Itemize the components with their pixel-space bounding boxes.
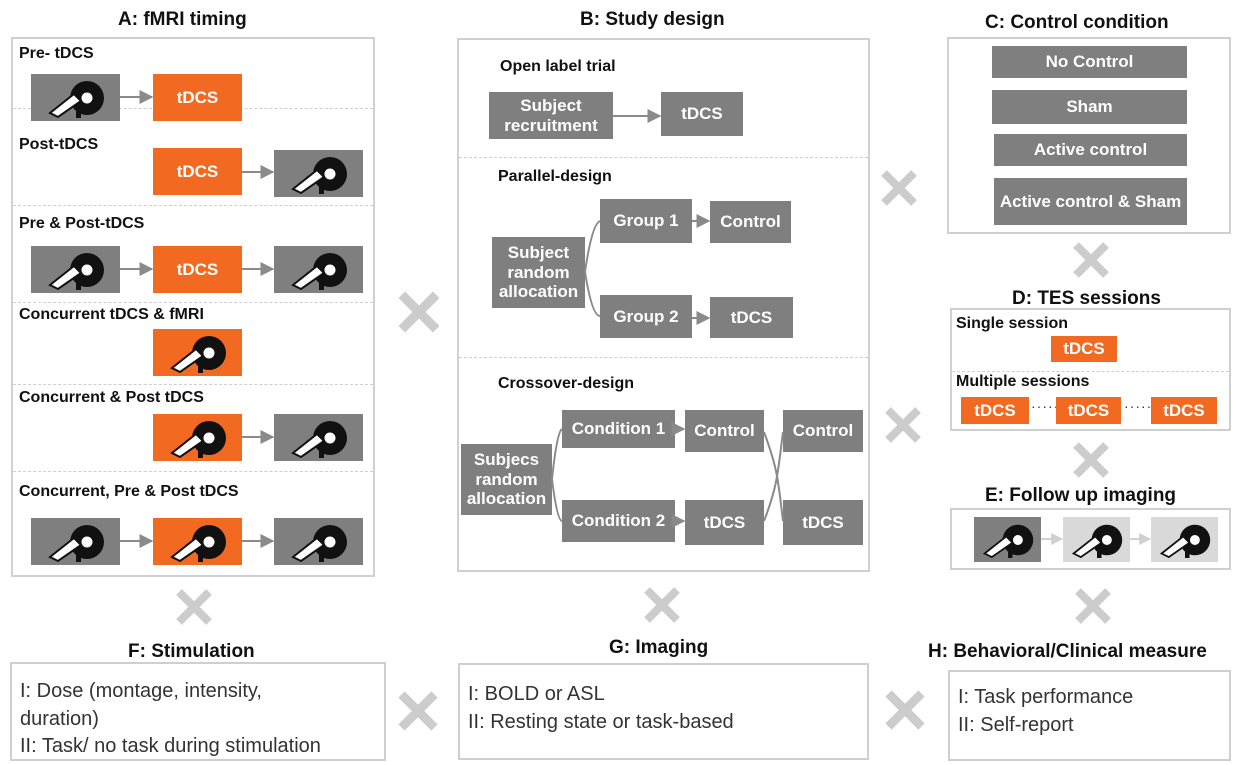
mri-scanner-icon bbox=[274, 246, 363, 293]
multiply-icon bbox=[885, 690, 925, 730]
title-control-condition: C: Control condition bbox=[985, 12, 1169, 33]
multiply-icon bbox=[644, 587, 680, 623]
multiply-icon bbox=[881, 170, 917, 206]
label-single-session: Single session bbox=[956, 315, 1069, 332]
title-tes-sessions: D: TES sessions bbox=[1012, 288, 1161, 309]
group-1-box: Group 1 bbox=[600, 199, 692, 243]
mri-scanner-icon bbox=[31, 518, 120, 565]
panel-behavioral-clinical: I: Task performance II: Self-report bbox=[948, 670, 1231, 761]
mri-scanner-icon bbox=[153, 518, 242, 565]
label-multiple-sessions: Multiple sessions bbox=[956, 373, 1090, 390]
tdcs-block: tDCS bbox=[153, 74, 242, 121]
heading-crossover-design: Crossover-design bbox=[498, 375, 635, 392]
title-stimulation: F: Stimulation bbox=[128, 641, 255, 662]
tdcs-block: tDCS bbox=[153, 148, 242, 195]
row-label-post-tdcs: Post-tDCS bbox=[19, 136, 99, 153]
divider bbox=[459, 157, 868, 158]
row-label-concurrent: Concurrent tDCS & fMRI bbox=[19, 306, 204, 323]
divider bbox=[13, 205, 373, 206]
group-2-box: Group 2 bbox=[600, 295, 692, 338]
control-box: Control bbox=[710, 201, 791, 243]
divider bbox=[13, 302, 373, 303]
imaging-line-2: II: Resting state or task-based bbox=[468, 710, 734, 733]
title-fmri-timing: A: fMRI timing bbox=[118, 9, 247, 30]
heading-open-label-trial: Open label trial bbox=[500, 58, 616, 75]
mri-scanner-icon bbox=[274, 150, 363, 197]
subject-recruitment-box: Subject recruitment bbox=[489, 92, 613, 139]
behavioral-line-2: II: Self-report bbox=[958, 713, 1074, 736]
tdcs-box: tDCS bbox=[661, 92, 743, 136]
multiply-icon bbox=[398, 291, 440, 333]
stimulation-line-1: I: Dose (montage, intensity, bbox=[20, 680, 262, 702]
subjects-random-allocation-box: Subjecs random allocation bbox=[461, 444, 552, 515]
mri-scanner-icon bbox=[153, 414, 242, 461]
mri-scanner-icon bbox=[274, 518, 363, 565]
no-control-option: No Control bbox=[992, 46, 1187, 78]
divider bbox=[459, 357, 868, 358]
tdcs-session-block: tDCS bbox=[1151, 397, 1217, 424]
title-study-design: B: Study design bbox=[580, 9, 725, 30]
mri-scanner-icon bbox=[31, 246, 120, 293]
multiply-icon bbox=[176, 589, 212, 625]
row-label-concurrent-pre-post: Concurrent, Pre & Post tDCS bbox=[19, 483, 239, 500]
active-control-sham-option: Active control & Sham bbox=[994, 178, 1187, 225]
row-label-pre-tdcs: Pre- tDCS bbox=[19, 45, 94, 62]
tdcs-box: tDCS bbox=[783, 500, 863, 545]
subject-random-allocation-box: Subject random allocation bbox=[492, 237, 585, 308]
tdcs-block: tDCS bbox=[153, 246, 242, 293]
title-behavioral-clinical: H: Behavioral/Clinical measure bbox=[928, 641, 1207, 662]
condition-2-box: Condition 2 bbox=[562, 500, 675, 542]
control-box: Control bbox=[783, 410, 863, 452]
control-box: Control bbox=[685, 410, 764, 452]
row-label-concurrent-post: Concurrent & Post tDCS bbox=[19, 389, 204, 406]
row-label-pre-post-tdcs: Pre & Post-tDCS bbox=[19, 215, 145, 232]
panel-stimulation: I: Dose (montage, intensity, duration) I… bbox=[10, 662, 386, 761]
multiply-icon bbox=[1073, 242, 1109, 278]
behavioral-line-1: I: Task performance bbox=[958, 686, 1134, 708]
mri-scanner-icon bbox=[974, 517, 1041, 562]
session-dots: ····· bbox=[1124, 398, 1153, 414]
active-control-option: Active control bbox=[994, 134, 1187, 166]
mri-scanner-icon bbox=[1063, 517, 1130, 562]
title-follow-up-imaging: E: Follow up imaging bbox=[985, 485, 1177, 506]
tdcs-session-block: tDCS bbox=[961, 397, 1029, 424]
panel-fmri-timing bbox=[11, 37, 375, 577]
multiply-icon bbox=[398, 691, 438, 731]
title-imaging: G: Imaging bbox=[609, 637, 709, 658]
panel-imaging: I: BOLD or ASL II: Resting state or task… bbox=[458, 663, 869, 760]
multiply-icon bbox=[1075, 588, 1111, 624]
stimulation-line-3: II: Task/ no task during stimulation bbox=[20, 735, 321, 758]
tdcs-box: tDCS bbox=[685, 500, 764, 545]
tdcs-session-block: tDCS bbox=[1056, 397, 1121, 424]
mri-scanner-icon bbox=[1151, 517, 1218, 562]
sham-option: Sham bbox=[992, 90, 1187, 124]
multiply-icon bbox=[1073, 442, 1109, 478]
tdcs-session-block: tDCS bbox=[1051, 336, 1117, 362]
divider bbox=[13, 471, 373, 472]
heading-parallel-design: Parallel-design bbox=[498, 168, 612, 185]
stimulation-line-2: duration) bbox=[20, 707, 99, 730]
mri-scanner-icon bbox=[31, 74, 120, 121]
divider bbox=[13, 384, 373, 385]
imaging-line-1: I: BOLD or ASL bbox=[468, 683, 605, 705]
mri-scanner-icon bbox=[274, 414, 363, 461]
mri-scanner-icon bbox=[153, 329, 242, 376]
multiply-icon bbox=[885, 407, 921, 443]
tdcs-box: tDCS bbox=[710, 297, 793, 338]
condition-1-box: Condition 1 bbox=[562, 410, 675, 448]
session-dots: ····· bbox=[1031, 398, 1060, 414]
divider bbox=[952, 371, 1229, 372]
